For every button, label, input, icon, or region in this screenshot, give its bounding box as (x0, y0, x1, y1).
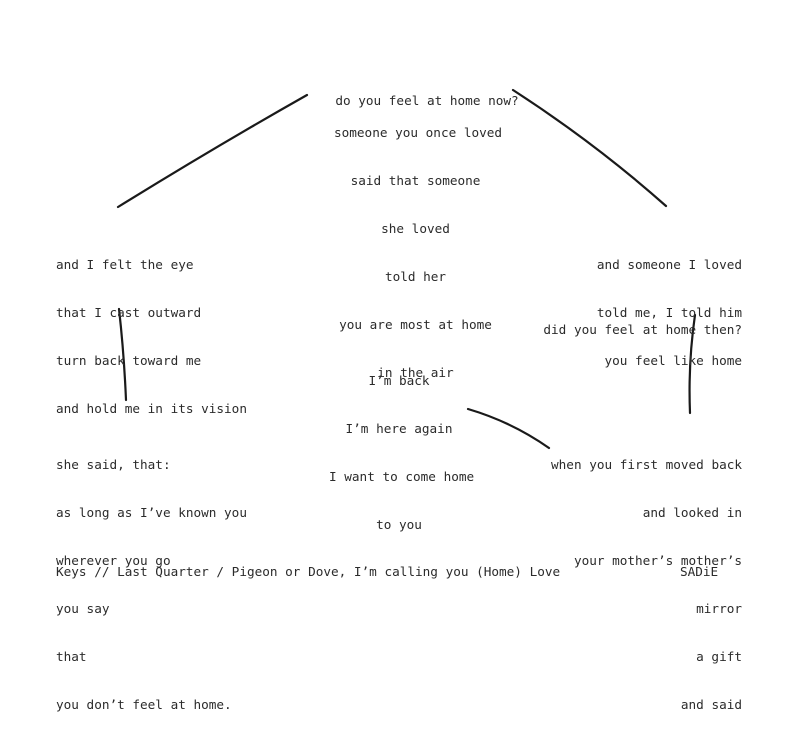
stanza-line: a gift (696, 649, 742, 664)
stanza-moved-back: when you first moved back and looked in … (462, 425, 742, 745)
stanza-felt-the-eye: and I felt the eye that I cast outward t… (56, 225, 356, 449)
stanza-line: someone you once loved (334, 125, 503, 140)
stanza-she-said: she said, that: as long as I’ve known yo… (56, 425, 376, 745)
stanza-line: did you feel at home then? (543, 322, 742, 337)
stanza-line: turn back toward me (56, 353, 202, 368)
stanza-line: you don’t feel at home. (56, 697, 232, 712)
stanza-line: told her (384, 269, 447, 284)
footer-credit: Keys // Last Quarter / Pigeon or Dove, I… (56, 564, 561, 579)
stanza-line: I want to come home (329, 469, 475, 484)
stanza-line: in the air (377, 365, 454, 380)
stanza-question-right: did you feel at home then? (442, 290, 742, 370)
stanza-line: mirror (696, 601, 742, 616)
stanza-question-top: do you feel at home now? (327, 61, 527, 141)
stanza-line: do you feel at home now? (335, 93, 519, 108)
stanza-line: she said, that: (56, 457, 171, 472)
stanza-line: as long as I’ve known you (56, 505, 247, 520)
stanza-line: and hold me in its vision (56, 401, 247, 416)
stanza-line: I’m here again (345, 421, 453, 436)
stanza-line: said that someone (350, 173, 481, 188)
stanza-line: told me, I told him (596, 305, 742, 320)
stanza-line: you are most at home (339, 317, 492, 332)
stanza-line: I’m back (368, 373, 430, 388)
stanza-line: that (56, 649, 87, 664)
stanza-someone-i-loved: and someone I loved told me, I told him … (442, 225, 742, 401)
stanza-line: that I cast outward (56, 305, 202, 320)
stanza-line: and I felt the eye (56, 257, 194, 272)
stanza-im-back: I’m back I’m here again I want to come h… (329, 341, 475, 565)
stanza-line: when you first moved back (551, 457, 742, 472)
stanza-someone-loved: someone you once loved said that someone… (334, 93, 503, 413)
stanza-line: wherever you go (56, 553, 171, 568)
stanza-line: and said (680, 697, 742, 712)
stanza-line: to you (376, 517, 422, 532)
stanza-line: your mother’s mother’s (573, 553, 742, 568)
footer-signature: SADiE (680, 564, 719, 579)
poem-canvas: do you feel at home now? someone you onc… (56, 61, 742, 712)
connector-top-to-right (511, 88, 668, 208)
stanza-line: and looked in (642, 505, 742, 520)
stanza-line: you say (56, 601, 110, 616)
connector-top-to-left (116, 93, 309, 209)
stanza-line: and someone I loved (596, 257, 742, 272)
stanza-line: you feel like home (604, 353, 743, 368)
stanza-line: she loved (381, 221, 450, 236)
